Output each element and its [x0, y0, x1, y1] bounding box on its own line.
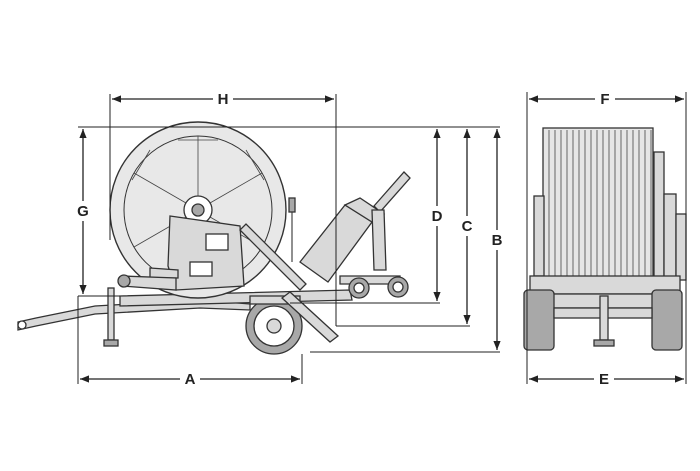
dimension-label-f: F: [600, 91, 609, 108]
front-view-machine: [523, 127, 687, 351]
side-view-machine: [17, 121, 411, 355]
dimension-label-a: A: [185, 371, 196, 388]
extension-lines: [77, 92, 687, 384]
dimension-label-g: G: [77, 203, 89, 220]
wheel: [245, 295, 303, 355]
dimension-label-d: D: [432, 208, 443, 225]
dimension-label-h: H: [218, 91, 229, 108]
dimension-label-c: C: [462, 218, 473, 235]
dimension-label-b: B: [492, 232, 503, 249]
dimension-label-e: E: [599, 371, 609, 388]
dimension-labels: H F G D C B A E: [77, 91, 609, 388]
